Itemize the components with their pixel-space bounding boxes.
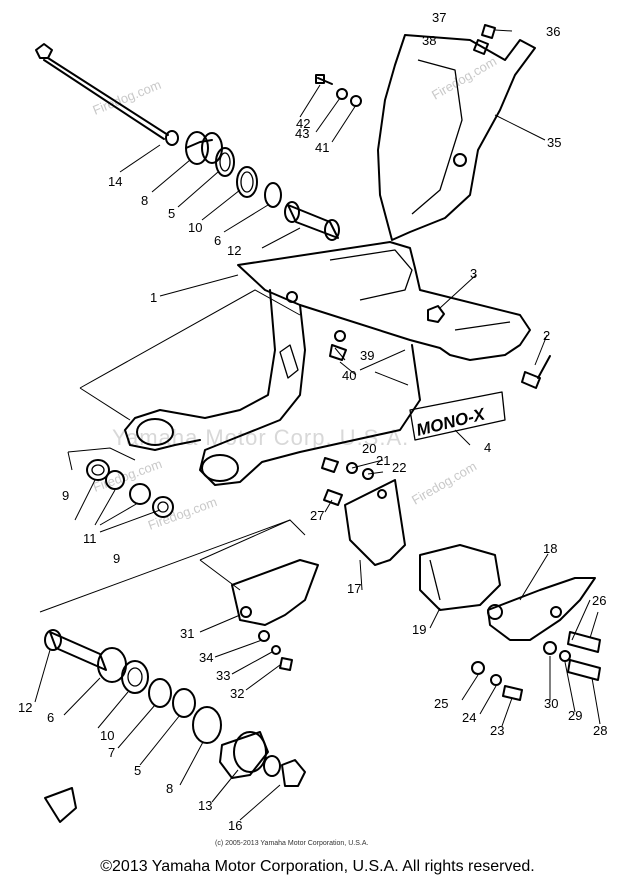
callout-32: 32	[230, 686, 244, 701]
fine-print-copyright: (c) 2005-2013 Yamaha Motor Corporation, …	[215, 840, 368, 847]
callout-31: 31	[180, 626, 194, 641]
lower-bracket	[231, 559, 319, 671]
callout-13: 13	[198, 798, 212, 813]
callout-1: 1	[150, 290, 157, 305]
watermark-site-3: Firedog.com	[91, 456, 164, 495]
callout-24: 24	[462, 710, 476, 725]
callout-38: 38	[422, 33, 436, 48]
bearing-stack-top	[185, 131, 282, 208]
callout-36: 36	[546, 24, 560, 39]
callout-12-top: 12	[227, 243, 241, 258]
relay-arm	[487, 577, 596, 641]
leader-lines	[34, 29, 601, 821]
callout-42: 42	[296, 116, 310, 131]
callout-6-bottom: 6	[47, 710, 54, 725]
guard-bolt	[473, 24, 496, 55]
callout-23: 23	[490, 723, 504, 738]
callout-37: 37	[432, 10, 446, 25]
callout-34: 34	[199, 650, 213, 665]
callout-5-top: 5	[168, 206, 175, 221]
swing-arm	[124, 241, 531, 486]
front-arrow-icon	[44, 787, 77, 823]
copyright-footer: ©2013 Yamaha Motor Corporation, U.S.A. A…	[100, 858, 535, 875]
callout-22: 22	[392, 460, 406, 475]
callout-12-bottom: 12	[18, 700, 32, 715]
callout-2: 2	[543, 328, 550, 343]
callout-labels: 14 8 5 10 6 12 1 3 2 4 35 37 36 38 42 43…	[18, 10, 607, 833]
watermark-site-5: Firedog.com	[409, 458, 479, 507]
callout-10-bottom: 10	[100, 728, 114, 743]
callout-19: 19	[412, 622, 426, 637]
cover-fasteners	[471, 661, 523, 701]
callout-33: 33	[216, 668, 230, 683]
callout-40: 40	[342, 368, 356, 383]
bearing-stack-bottom	[44, 629, 306, 787]
watermark-main: Yamaha Motor Corp. U.S.A.	[112, 425, 409, 450]
small-hardware	[329, 305, 551, 389]
callout-21: 21	[376, 453, 390, 468]
bushing-set-left	[86, 459, 174, 518]
chain-guard	[377, 34, 536, 241]
callout-43: 43	[295, 126, 309, 141]
linkage-cover	[419, 544, 501, 611]
callout-8-bottom: 8	[166, 781, 173, 796]
relay-bolts	[543, 631, 601, 681]
callout-35: 35	[547, 135, 561, 150]
link-bracket	[321, 457, 406, 566]
callout-14: 14	[108, 174, 122, 189]
callout-27: 27	[310, 508, 324, 523]
callout-28: 28	[593, 723, 607, 738]
guard-bolt-group	[315, 74, 362, 107]
callout-20: 20	[362, 441, 376, 456]
group-outlines	[39, 289, 406, 613]
callout-39: 39	[360, 348, 374, 363]
watermark-site-2: Firedog.com	[429, 53, 499, 102]
callout-9-lower: 9	[113, 551, 120, 566]
callout-8-top: 8	[141, 193, 148, 208]
callout-29: 29	[568, 708, 582, 723]
callout-17: 17	[347, 581, 361, 596]
callout-41: 41	[315, 140, 329, 155]
callout-10-top: 10	[188, 220, 202, 235]
pivot-shaft	[35, 43, 179, 146]
callout-26: 26	[592, 593, 606, 608]
callout-16: 16	[228, 818, 242, 833]
callout-7: 7	[108, 745, 115, 760]
callout-6-top: 6	[214, 233, 221, 248]
swingarm-exploded-view: Yamaha Motor Corp. U.S.A. Firedog.com Fi…	[18, 10, 607, 847]
callout-5-bottom: 5	[134, 763, 141, 778]
callout-3: 3	[470, 266, 477, 281]
callout-11: 11	[83, 531, 97, 546]
callout-25: 25	[434, 696, 448, 711]
callout-30: 30	[544, 696, 558, 711]
callout-4: 4	[484, 440, 491, 455]
collar-top	[284, 201, 340, 241]
callout-18: 18	[543, 541, 557, 556]
mono-x-label: MONO-X	[414, 404, 488, 440]
callout-9-upper: 9	[62, 488, 69, 503]
